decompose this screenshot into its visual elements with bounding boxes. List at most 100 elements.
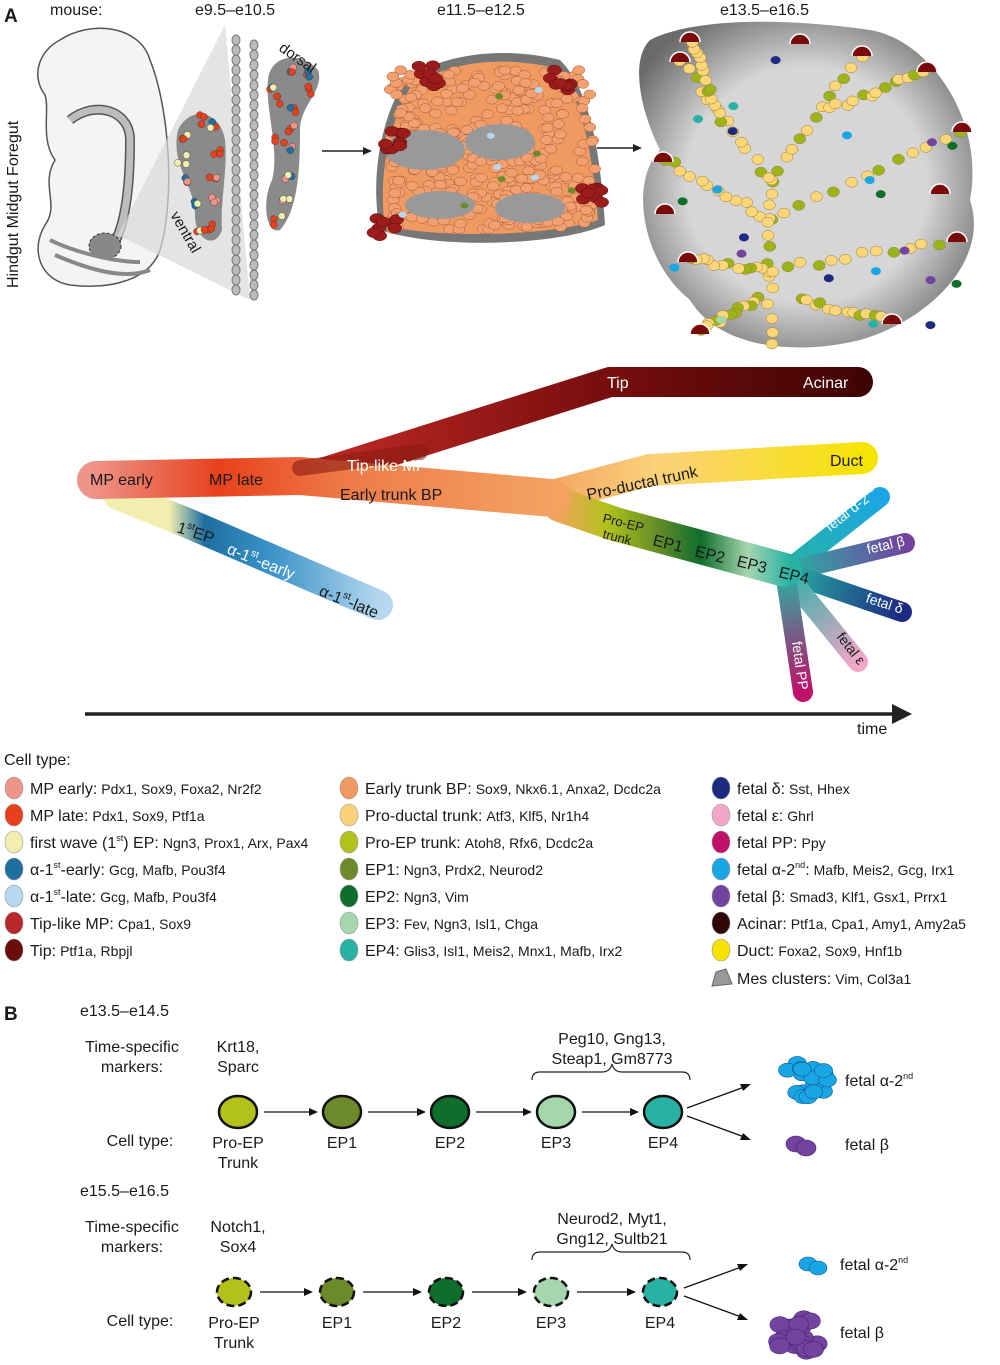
- legend-label: Tip-like MP:Cpa1, Sox9: [30, 916, 191, 933]
- legend-markers: Fev, Ngn3, Isl1, Chga: [404, 916, 539, 932]
- progenitor-cell: [180, 135, 188, 143]
- legend-label: Mes clusters:Vim, Col3a1: [737, 971, 911, 988]
- trunk-cell: [766, 327, 779, 338]
- trunk-cell: [575, 103, 589, 113]
- progenitor-cell: [286, 104, 295, 112]
- acinar-tip: [881, 313, 903, 325]
- trunk-cell: [751, 154, 765, 165]
- trunk-cell: [879, 82, 892, 93]
- mesothelium-cell: [231, 34, 241, 46]
- trunk-cell: [745, 206, 759, 217]
- trunk-cell: [763, 199, 776, 211]
- arrow-head: [630, 1108, 639, 1116]
- progenitor-cell: [304, 82, 313, 91]
- endocrine-cell: [947, 141, 958, 150]
- trunk-cell: [442, 69, 455, 80]
- progenitor-cell: [174, 159, 182, 167]
- progenitor-cell: [210, 198, 218, 207]
- mesothelium-cell: [231, 214, 241, 226]
- progenitor-cell: [207, 225, 216, 233]
- legend-label: EP1:Ngn3, Prdx2, Neurod2: [365, 862, 543, 879]
- mesothelium-cell: [231, 64, 241, 76]
- trunk-cell: [485, 94, 499, 105]
- trunk-cell: [813, 260, 826, 271]
- trunk-cell: [386, 71, 400, 82]
- markers-label: markers:: [101, 1059, 163, 1076]
- legend-name: fetal α-2: [737, 862, 795, 879]
- trunk-cell: [468, 77, 481, 88]
- lumen: [405, 191, 475, 219]
- mesothelium-cell: [249, 79, 259, 91]
- ep-cell: [530, 174, 539, 181]
- cell-3: [535, 1094, 577, 1130]
- legend-name-sup: st: [53, 860, 61, 870]
- trunk-cell: [541, 112, 555, 123]
- progenitor-cell: [182, 151, 191, 159]
- progenitor-cell: [284, 127, 293, 136]
- acinar-tip: [916, 61, 938, 73]
- mesothelium-cell: [231, 284, 241, 296]
- trunk-cell: [525, 88, 538, 99]
- arrow-head: [304, 1288, 313, 1296]
- endocrine-cell: [716, 315, 727, 324]
- legend-item: Mes clusters:Vim, Col3a1: [711, 968, 911, 988]
- progenitor-cell: [290, 121, 298, 130]
- trunk-cell: [487, 181, 500, 191]
- mesothelium-cell: [231, 84, 241, 96]
- label-early-trunk-bp: Early trunk BP: [340, 487, 442, 504]
- legend-label: fetal α-2nd:Mafb, Meis2, Gcg, Irx1: [737, 860, 955, 879]
- trunk-cell: [495, 103, 509, 114]
- cell-type-label: Cell type:: [107, 1313, 174, 1330]
- arrow: [686, 1115, 748, 1139]
- late-markers: Steap1, Gm8773: [552, 1051, 673, 1068]
- mesothelium-cell: [231, 184, 241, 196]
- progenitor-cell: [206, 123, 215, 132]
- stage-label: e13.5–e14.5: [80, 1003, 169, 1020]
- mesothelium-cell: [249, 249, 259, 261]
- arrow-2-head: [633, 144, 642, 152]
- trunk-cell: [454, 176, 467, 187]
- acinar-tip: [789, 33, 811, 45]
- endocrine-cell: [728, 102, 739, 111]
- legend-markers: Ngn3, Vim: [404, 889, 469, 905]
- acinar-tip: [652, 151, 674, 163]
- progenitor-cell: [270, 221, 278, 229]
- trunk-cell: [460, 125, 473, 135]
- fetal-alpha-name: fetal α-2: [840, 1257, 898, 1274]
- tip-cell: [378, 138, 393, 150]
- cell-label: Pro-EP: [212, 1135, 264, 1152]
- acinar-tip: [689, 323, 711, 335]
- progenitor-cell: [183, 177, 192, 186]
- cell-label: Pro-EP: [208, 1315, 260, 1332]
- trunk-cell: [761, 216, 775, 228]
- trunk-cell: [823, 90, 836, 102]
- legend-label: fetal δ:Sst, Hhex: [737, 781, 850, 798]
- arrow-head: [309, 1108, 318, 1116]
- tip-cell: [392, 140, 408, 152]
- legend-name: Tip:: [30, 943, 56, 960]
- legend-markers: Ngn3, Prdx2, Neurod2: [404, 862, 544, 878]
- legend-name-sup: st: [116, 833, 124, 843]
- mesothelium-cell: [231, 174, 241, 186]
- gut-axis-label: Hindgut Midgut Foregut: [5, 120, 22, 288]
- progenitor-cell: [288, 68, 296, 76]
- legend-label: MP late:Pdx1, Sox9, Ptf1a: [30, 808, 205, 825]
- trunk-cell: [440, 89, 453, 99]
- legend-item: fetal β:Smad3, Klf1, Gsx1, Prrx1: [711, 884, 948, 908]
- acinar-tip: [929, 183, 951, 195]
- trunk-cell: [777, 207, 791, 219]
- fetal-beta-cell: [795, 1139, 817, 1157]
- trunk-cell: [456, 83, 469, 93]
- cell-label-sub: Trunk: [214, 1335, 255, 1352]
- label-ep4: EP4: [777, 564, 811, 588]
- legend-name: EP3:: [365, 916, 400, 933]
- endocrine-cell: [823, 274, 834, 283]
- progenitor-cell: [291, 108, 300, 116]
- legend-item: MP late:Pdx1, Sox9, Ptf1a: [4, 803, 205, 827]
- legend-name-post: ) EP:: [123, 835, 159, 852]
- mesothelium-cell: [231, 124, 241, 136]
- species-label: mouse:: [50, 2, 102, 19]
- fetal-beta-cell: [803, 1341, 824, 1358]
- e11-5-pancreas-illustration: [366, 52, 609, 243]
- mes-swatch-icon: [711, 968, 733, 987]
